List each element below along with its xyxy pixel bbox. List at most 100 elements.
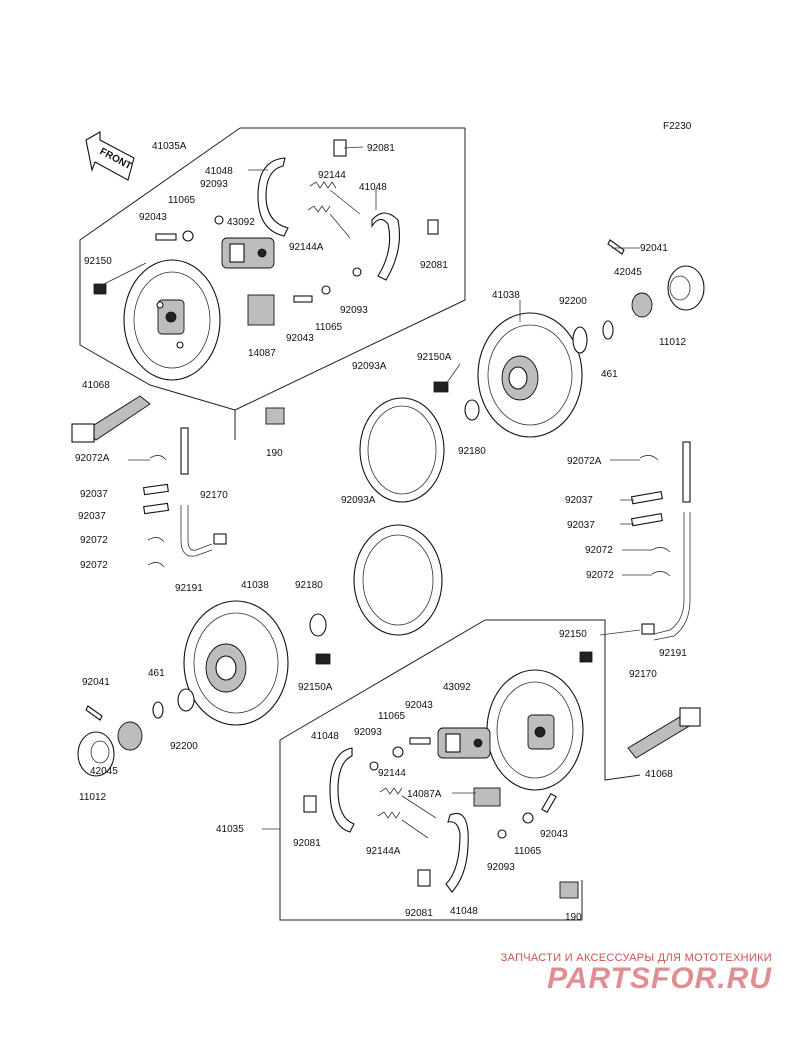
- label-11065: 11065: [168, 195, 196, 206]
- lower-seal-ring: [353, 524, 443, 636]
- label-92081: 92081: [405, 908, 433, 919]
- watermark-logo: PARTSFOR.RU: [547, 962, 772, 995]
- part-labels: F2230 41035A 92081 41048 92144 92093 410…: [75, 121, 692, 923]
- label-41048: 41048: [450, 906, 478, 917]
- label-92150A: 92150A: [298, 682, 333, 693]
- label-92170: 92170: [200, 490, 228, 501]
- label-41035A: 41035A: [152, 141, 187, 152]
- label-92191: 92191: [175, 583, 203, 594]
- label-41048: 41048: [205, 166, 233, 177]
- label-92043: 92043: [540, 829, 568, 840]
- label-42045: 42045: [614, 267, 642, 278]
- label-43092: 43092: [227, 217, 255, 228]
- label-92037: 92037: [567, 520, 595, 531]
- label-92037: 92037: [565, 495, 593, 506]
- lower-o-ring-92180: [309, 613, 327, 637]
- label-92072: 92072: [586, 570, 614, 581]
- lower-wheel-cylinder: [437, 727, 491, 759]
- label-11065: 11065: [514, 846, 542, 857]
- label-41048: 41048: [311, 731, 339, 742]
- label-92144A: 92144A: [366, 846, 401, 857]
- label-92150: 92150: [84, 256, 112, 267]
- lower-brake-drum: [183, 600, 289, 726]
- leader-lines: [101, 146, 652, 830]
- label-92180: 92180: [295, 580, 323, 591]
- label-11012: 11012: [79, 792, 107, 803]
- label-92093A: 92093A: [341, 495, 376, 506]
- upper-hub-parts: [572, 239, 705, 354]
- label-92150A: 92150A: [417, 352, 452, 363]
- label-41038: 41038: [241, 580, 269, 591]
- label-92093A: 92093A: [352, 361, 387, 372]
- lower-assembly-frame: [279, 619, 641, 921]
- label-92043: 92043: [286, 333, 314, 344]
- label-92093: 92093: [354, 727, 382, 738]
- label-92043: 92043: [405, 700, 433, 711]
- lower-bolt-190: [559, 881, 579, 899]
- label-190: 190: [266, 448, 283, 459]
- upper-assembly-frame: [79, 127, 466, 440]
- label-92093: 92093: [200, 179, 228, 190]
- upper-plate-14087: [247, 294, 275, 326]
- front-arrow-icon: FRONT: [85, 131, 135, 181]
- label-14087: 14087: [248, 348, 276, 359]
- label-92180: 92180: [458, 446, 486, 457]
- upper-wheel-cylinder: [221, 237, 275, 269]
- label-11012: 11012: [659, 337, 687, 348]
- label-92043: 92043: [139, 212, 167, 223]
- lower-bolt-92150A: [315, 653, 331, 665]
- label-92072: 92072: [80, 535, 108, 546]
- label-92200: 92200: [170, 741, 198, 752]
- upper-brake-panel: [123, 259, 221, 381]
- label-92072A: 92072A: [567, 456, 602, 467]
- label-11065: 11065: [315, 322, 343, 333]
- upper-axle: [71, 395, 151, 443]
- label-11065: 11065: [378, 711, 406, 722]
- left-hose-assembly: [142, 427, 227, 568]
- label-41035: 41035: [216, 824, 244, 835]
- label-92037: 92037: [80, 489, 108, 500]
- lower-hub-parts: [77, 688, 195, 777]
- label-41068: 41068: [82, 380, 110, 391]
- label-92144: 92144: [378, 768, 406, 779]
- label-92081: 92081: [293, 838, 321, 849]
- upper-o-ring-92180: [464, 399, 480, 421]
- upper-bolt-190: [265, 407, 285, 425]
- upper-small-parts: [93, 215, 362, 303]
- label-92191: 92191: [659, 648, 687, 659]
- label-461: 461: [148, 668, 165, 679]
- upper-seal-ring: [359, 397, 445, 503]
- label-92072A: 92072A: [75, 453, 110, 464]
- label-92144: 92144: [318, 170, 346, 181]
- label-92081: 92081: [367, 143, 395, 154]
- label-41068: 41068: [645, 769, 673, 780]
- lower-brake-shoe-2: [445, 812, 469, 893]
- label-92072: 92072: [585, 545, 613, 556]
- upper-bolt-92150A: [433, 381, 449, 393]
- label-92200: 92200: [559, 296, 587, 307]
- label-92041: 92041: [82, 677, 110, 688]
- watermark: ЗАПЧАСТИ И АКСЕССУАРЫ ДЛЯ МОТОТЕХНИКИ PA…: [501, 952, 772, 996]
- label-92093: 92093: [487, 862, 515, 873]
- lower-axle: [627, 707, 701, 759]
- right-hose-assembly: [630, 441, 691, 641]
- label-92170: 92170: [629, 669, 657, 680]
- upper-clip-2: [427, 219, 439, 235]
- lower-springs: [377, 787, 437, 839]
- upper-springs: [307, 181, 361, 239]
- label-92041: 92041: [640, 243, 668, 254]
- label-92093: 92093: [340, 305, 368, 316]
- label-92081: 92081: [420, 260, 448, 271]
- label-461: 461: [601, 369, 618, 380]
- label-92144A: 92144A: [289, 242, 324, 253]
- label-92150: 92150: [559, 629, 587, 640]
- label-92072: 92072: [80, 560, 108, 571]
- lower-brake-shoe-1: [329, 747, 355, 833]
- upper-brake-shoe-1: [257, 157, 289, 237]
- upper-brake-shoe-2: [371, 212, 401, 281]
- label-42045: 42045: [90, 766, 118, 777]
- label-14087A: 14087A: [407, 789, 442, 800]
- label-43092: 43092: [443, 682, 471, 693]
- upper-brake-drum: [477, 312, 583, 438]
- lower-brake-panel: [486, 669, 584, 791]
